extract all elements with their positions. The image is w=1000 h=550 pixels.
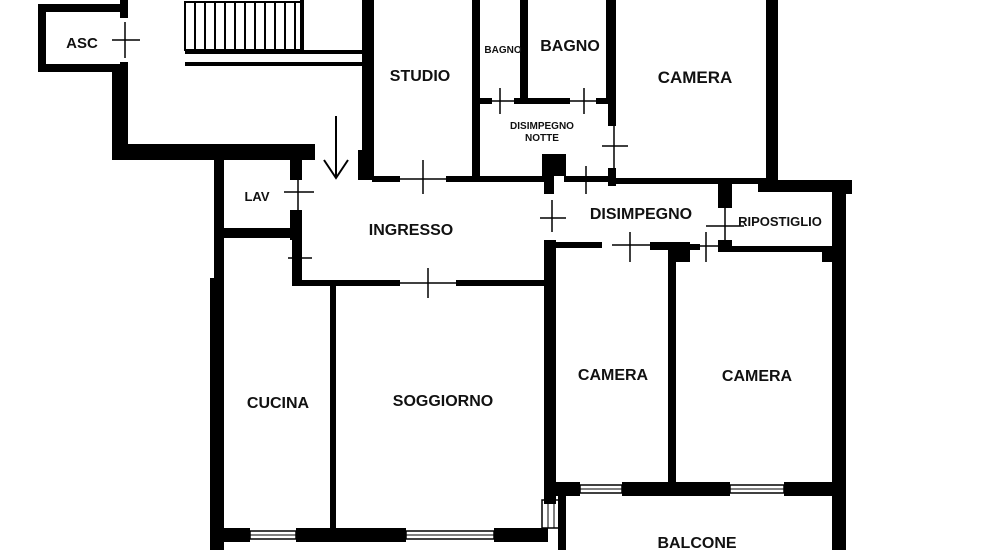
room-label-disimpegno: DISIMPEGNO <box>590 206 692 223</box>
room-label-ripostiglio: RIPOSTIGLIO <box>738 214 822 229</box>
room-label-notte: NOTTE <box>525 133 559 144</box>
room-label-studio: STUDIO <box>390 68 450 85</box>
room-label-disimpegno-notte: DISIMPEGNO <box>510 121 574 132</box>
room-label-camera-top: CAMERA <box>658 68 733 87</box>
room-label-soggiorno: SOGGIORNO <box>393 393 493 410</box>
room-label-camera-right: CAMERA <box>722 368 793 385</box>
room-label-balcone: BALCONE <box>657 535 736 550</box>
stairs-icon <box>184 1 304 51</box>
room-label-camera-mid: CAMERA <box>578 367 649 384</box>
room-label-bagno-small: BAGNO <box>484 45 521 56</box>
room-label-lav: LAV <box>244 189 269 204</box>
arrow-down-icon <box>323 116 349 180</box>
room-label-ingresso: INGRESSO <box>369 222 453 239</box>
room-label-cucina: CUCINA <box>247 395 310 412</box>
room-label-asc: ASC <box>66 35 98 52</box>
room-label-bagno: BAGNO <box>540 38 600 55</box>
